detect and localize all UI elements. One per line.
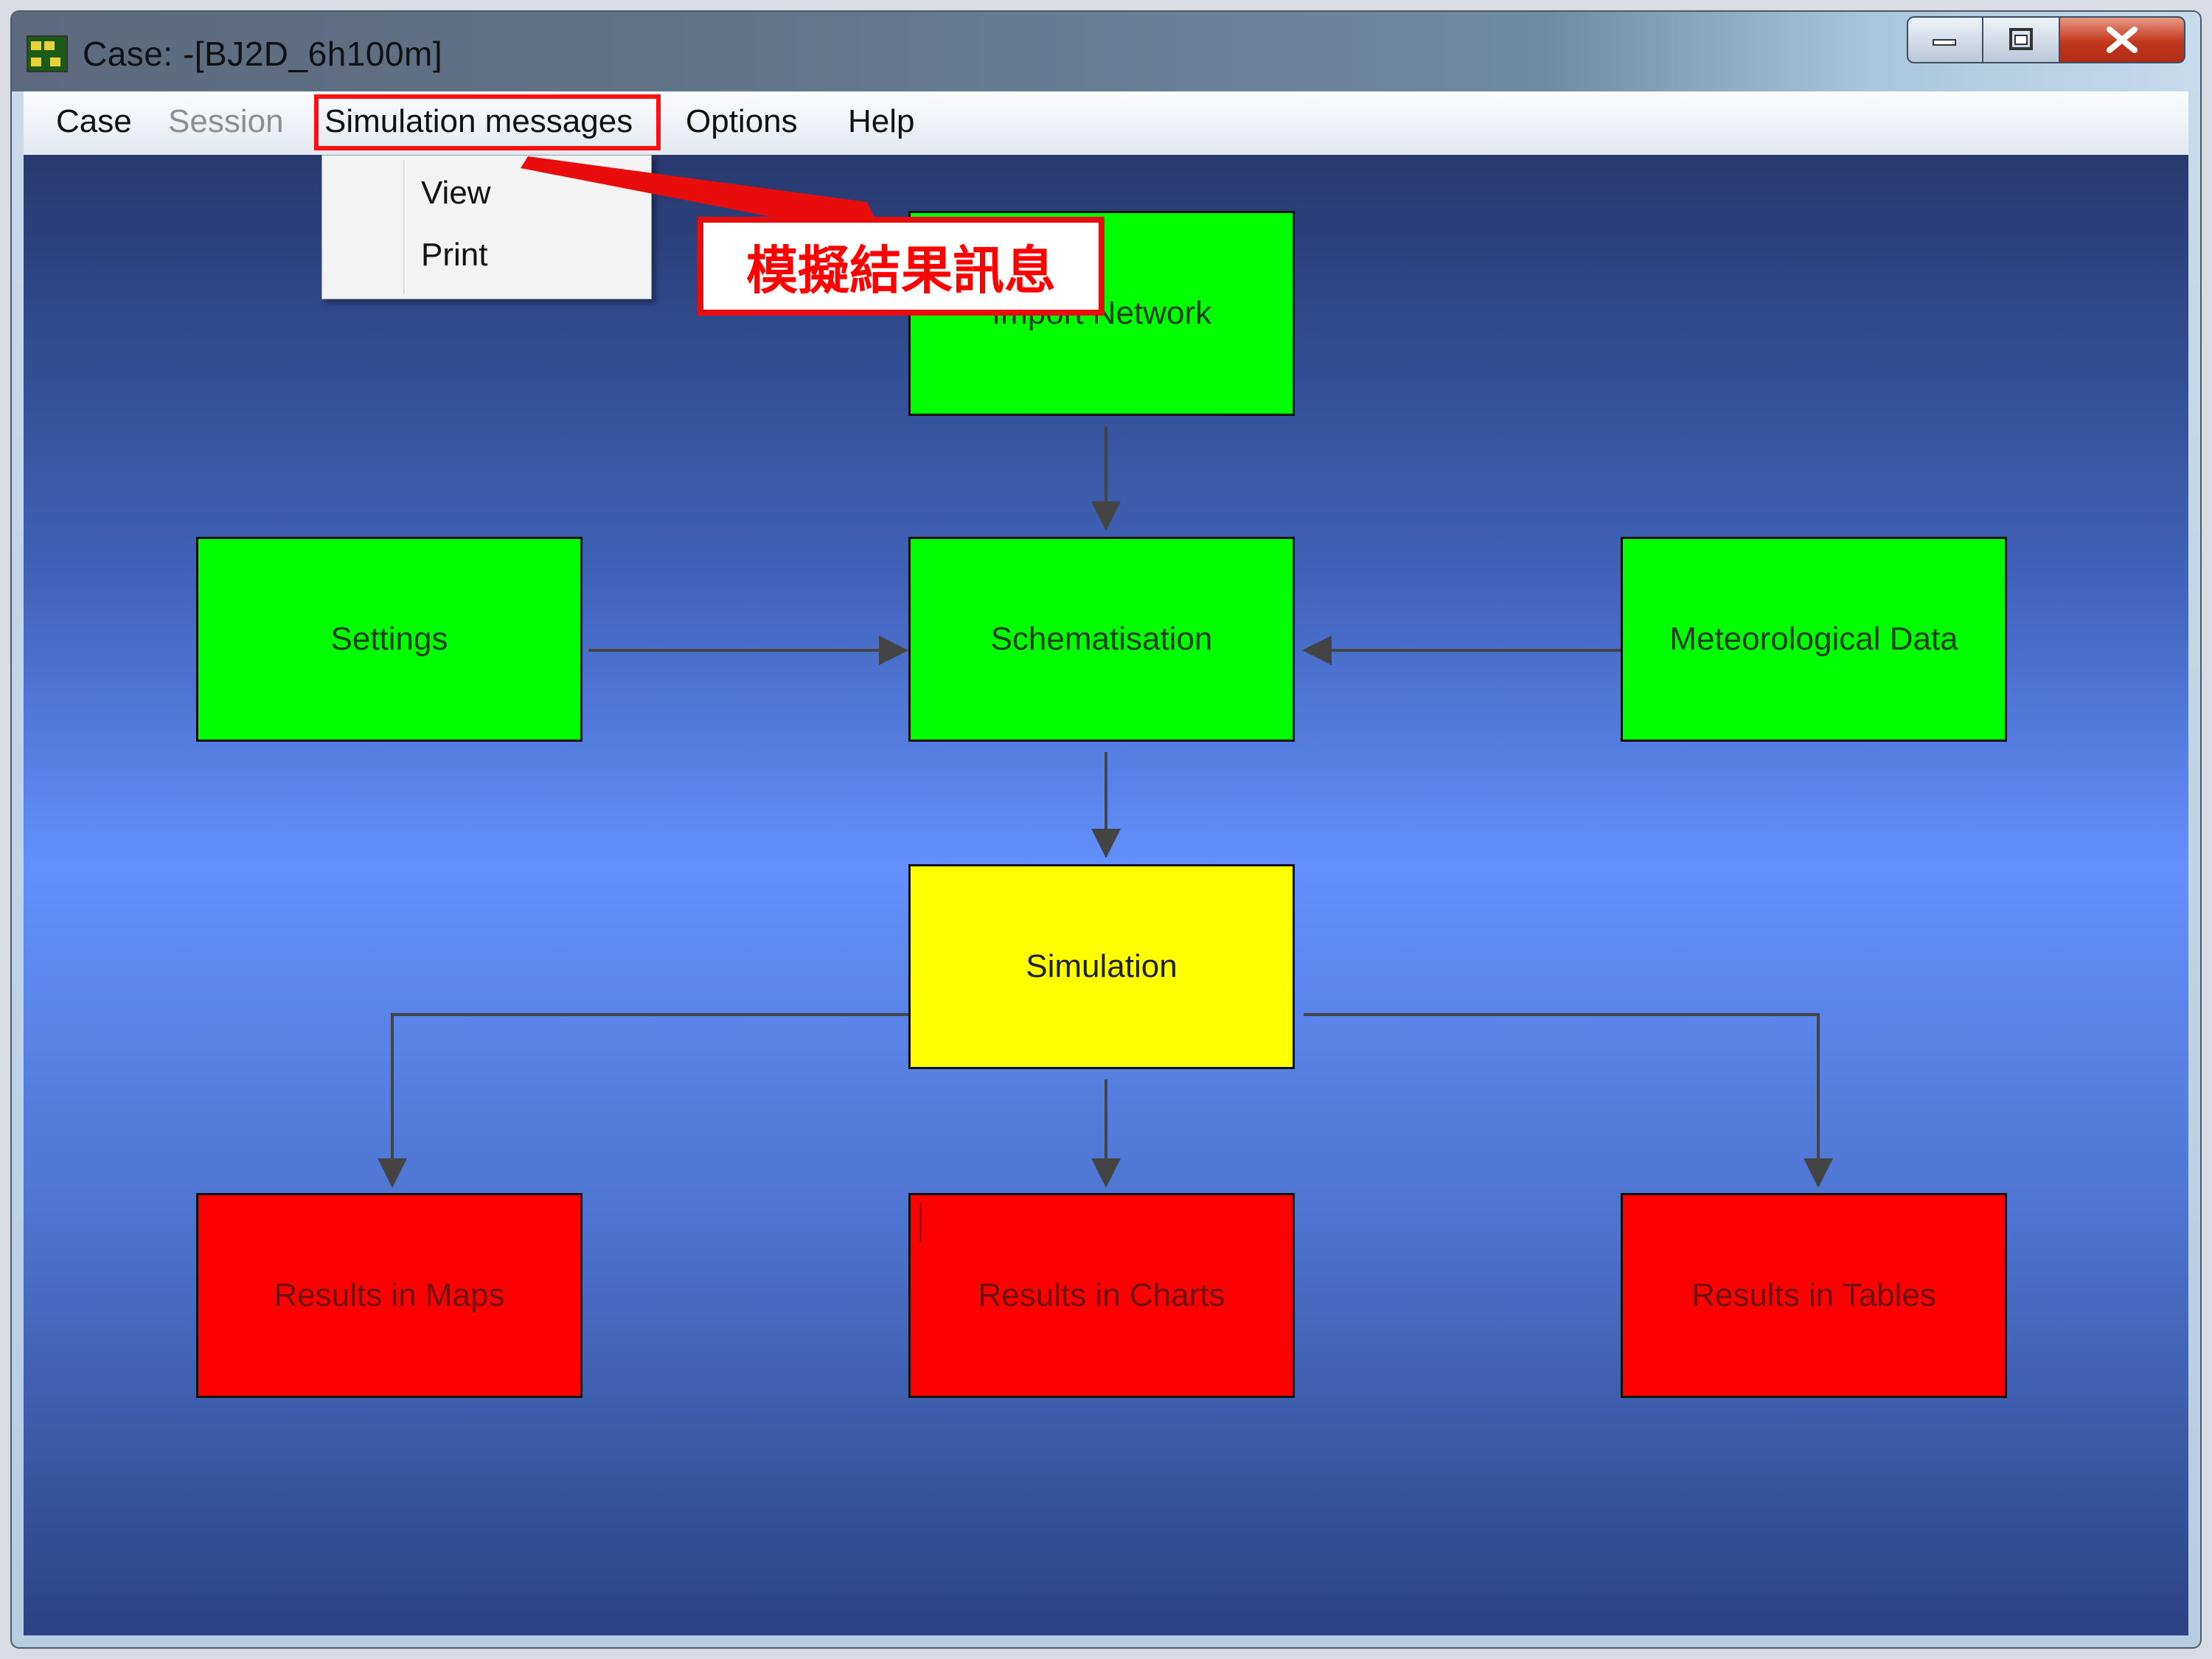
case-flowchart-canvas: Import Network Settings Schematisation M… (24, 155, 2188, 1635)
maximize-icon (2009, 28, 2033, 50)
maximize-button[interactable] (1983, 16, 2060, 63)
menu-gutter (403, 160, 406, 294)
text-caret (919, 1203, 922, 1242)
app-icon[interactable] (27, 35, 68, 72)
node-results-in-tables-label: Results in Tables (1691, 1277, 1936, 1313)
callout-pointer (521, 156, 874, 218)
node-meteorological-data[interactable]: Meteorological Data (1621, 537, 2007, 742)
node-results-in-tables[interactable]: Results in Tables (1621, 1193, 2007, 1398)
menu-item-print[interactable]: Print (421, 237, 488, 273)
connector-simulation-to-maps (378, 1013, 908, 1188)
menu-help[interactable]: Help (848, 103, 915, 139)
node-meteorological-data-label: Meteorological Data (1669, 621, 1958, 657)
node-settings-label: Settings (330, 621, 448, 657)
connector-simulation-to-tables (1304, 1013, 1833, 1188)
menu-session[interactable]: Session (168, 103, 284, 139)
node-results-in-maps[interactable]: Results in Maps (196, 1193, 582, 1398)
window-title: Case: -[BJ2D_6h100m] (83, 35, 443, 73)
minimize-icon (1933, 39, 1956, 46)
node-schematisation-label: Schematisation (990, 621, 1213, 657)
menu-options[interactable]: Options (686, 103, 798, 139)
annotation-callout: 模擬結果訊息 (698, 217, 1105, 316)
menu-case[interactable]: Case (56, 103, 132, 139)
node-simulation[interactable]: Simulation (908, 864, 1295, 1069)
node-results-in-maps-label: Results in Maps (274, 1277, 505, 1313)
application-window: Case: -[BJ2D_6h100m] Case Session Simula… (10, 10, 2202, 1649)
flowchart-connectors (378, 426, 1833, 1188)
menu-simulation-messages[interactable]: Simulation messages (324, 103, 633, 139)
node-results-in-charts-label: Results in Charts (978, 1277, 1225, 1313)
menu-item-view[interactable]: View (421, 175, 491, 211)
annotation-highlight-box (314, 94, 661, 150)
node-settings[interactable]: Settings (196, 537, 582, 742)
title-bar[interactable]: Case: -[BJ2D_6h100m] (12, 12, 2200, 91)
node-schematisation[interactable]: Schematisation (908, 537, 1295, 742)
minimize-button[interactable] (1907, 16, 1983, 63)
node-simulation-label: Simulation (1026, 948, 1178, 984)
node-results-in-charts[interactable]: Results in Charts (908, 1193, 1295, 1398)
close-button[interactable] (2060, 16, 2185, 63)
close-icon (2107, 27, 2138, 53)
